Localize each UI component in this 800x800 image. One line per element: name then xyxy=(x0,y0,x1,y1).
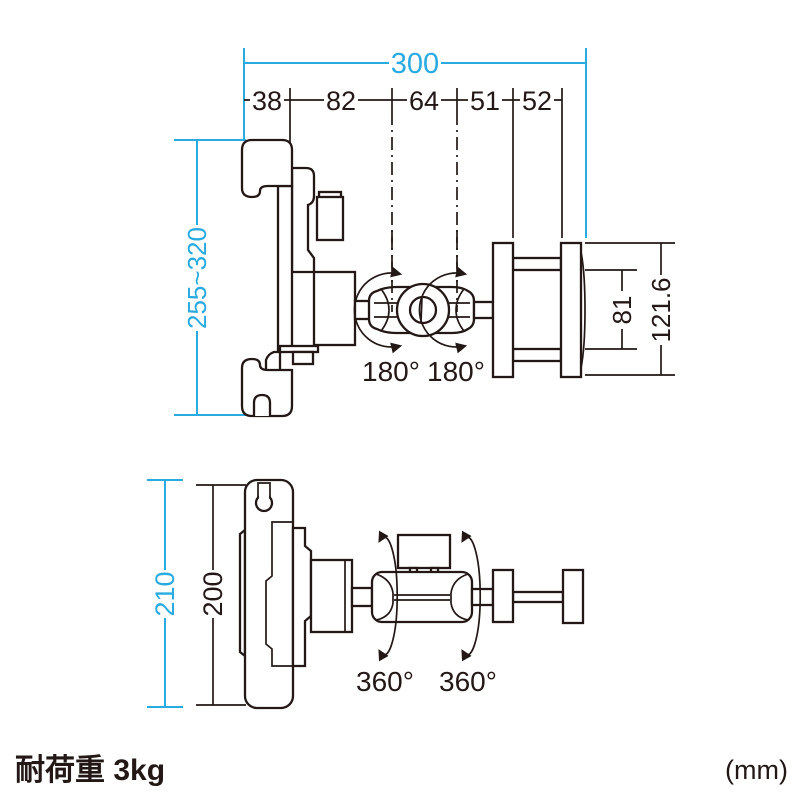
rotation-ellipse-left xyxy=(378,530,399,662)
dim-segment-82: 82 xyxy=(326,86,356,116)
dimension-segments: 38 82 64 51 52 xyxy=(244,86,563,312)
clamp-knob xyxy=(396,533,452,570)
dimension-inner-height: 200 xyxy=(196,484,246,706)
dimension-total-width: 300 xyxy=(243,48,587,238)
dim-segment-64: 64 xyxy=(409,86,439,116)
holder-mount-block xyxy=(312,270,357,347)
dimension-bracket-heights: 81 121.6 xyxy=(585,242,676,376)
dim-inner-height-label-bottom: 200 xyxy=(198,571,228,616)
tablet-holder-plan-view xyxy=(238,478,374,710)
holder-bottom-notch xyxy=(252,393,272,416)
rotation-right-label: 180° xyxy=(427,356,485,387)
dimension-outer-height: 210 xyxy=(147,479,183,708)
dim-height-range-label: 255~320 xyxy=(182,227,212,329)
wall-fixture-plan-view xyxy=(491,568,585,625)
rotation-360-left-label: 360° xyxy=(356,666,414,697)
dim-segment-52: 52 xyxy=(522,86,552,116)
wall-bracket-side-view xyxy=(491,241,586,379)
dim-inner-height-label: 81 xyxy=(607,296,637,325)
tablet-holder-side-profile xyxy=(240,138,357,418)
rotation-arc-right xyxy=(418,266,468,354)
bottom-view: 210 200 xyxy=(147,478,585,710)
dimension-height-range: 255~320 xyxy=(174,139,246,416)
holder-plate xyxy=(243,478,295,710)
holder-top-hook xyxy=(240,138,294,199)
arm-side-view: 180° 180° xyxy=(353,230,495,387)
keyhole-slot xyxy=(257,482,271,497)
dim-bracket-height-label: 121.6 xyxy=(646,277,676,342)
top-view: 300 255~320 38 82 xyxy=(174,48,676,418)
rotation-arc-left xyxy=(353,266,403,354)
dim-segment-38: 38 xyxy=(252,86,282,116)
rotation-360-right-label: 360° xyxy=(439,666,497,697)
rotation-left-label: 180° xyxy=(362,356,420,387)
load-capacity-label: 耐荷重 3kg xyxy=(15,754,165,787)
dim-outer-height-label: 210 xyxy=(150,571,180,616)
rotation-indicators: 360° 360° xyxy=(356,530,497,697)
rotation-ellipse-right xyxy=(461,530,482,662)
unit-label: (mm) xyxy=(725,755,788,785)
dim-segment-51: 51 xyxy=(470,86,500,116)
footer: 耐荷重 3kg (mm) xyxy=(15,754,788,787)
dim-total-width-label: 300 xyxy=(391,48,439,80)
